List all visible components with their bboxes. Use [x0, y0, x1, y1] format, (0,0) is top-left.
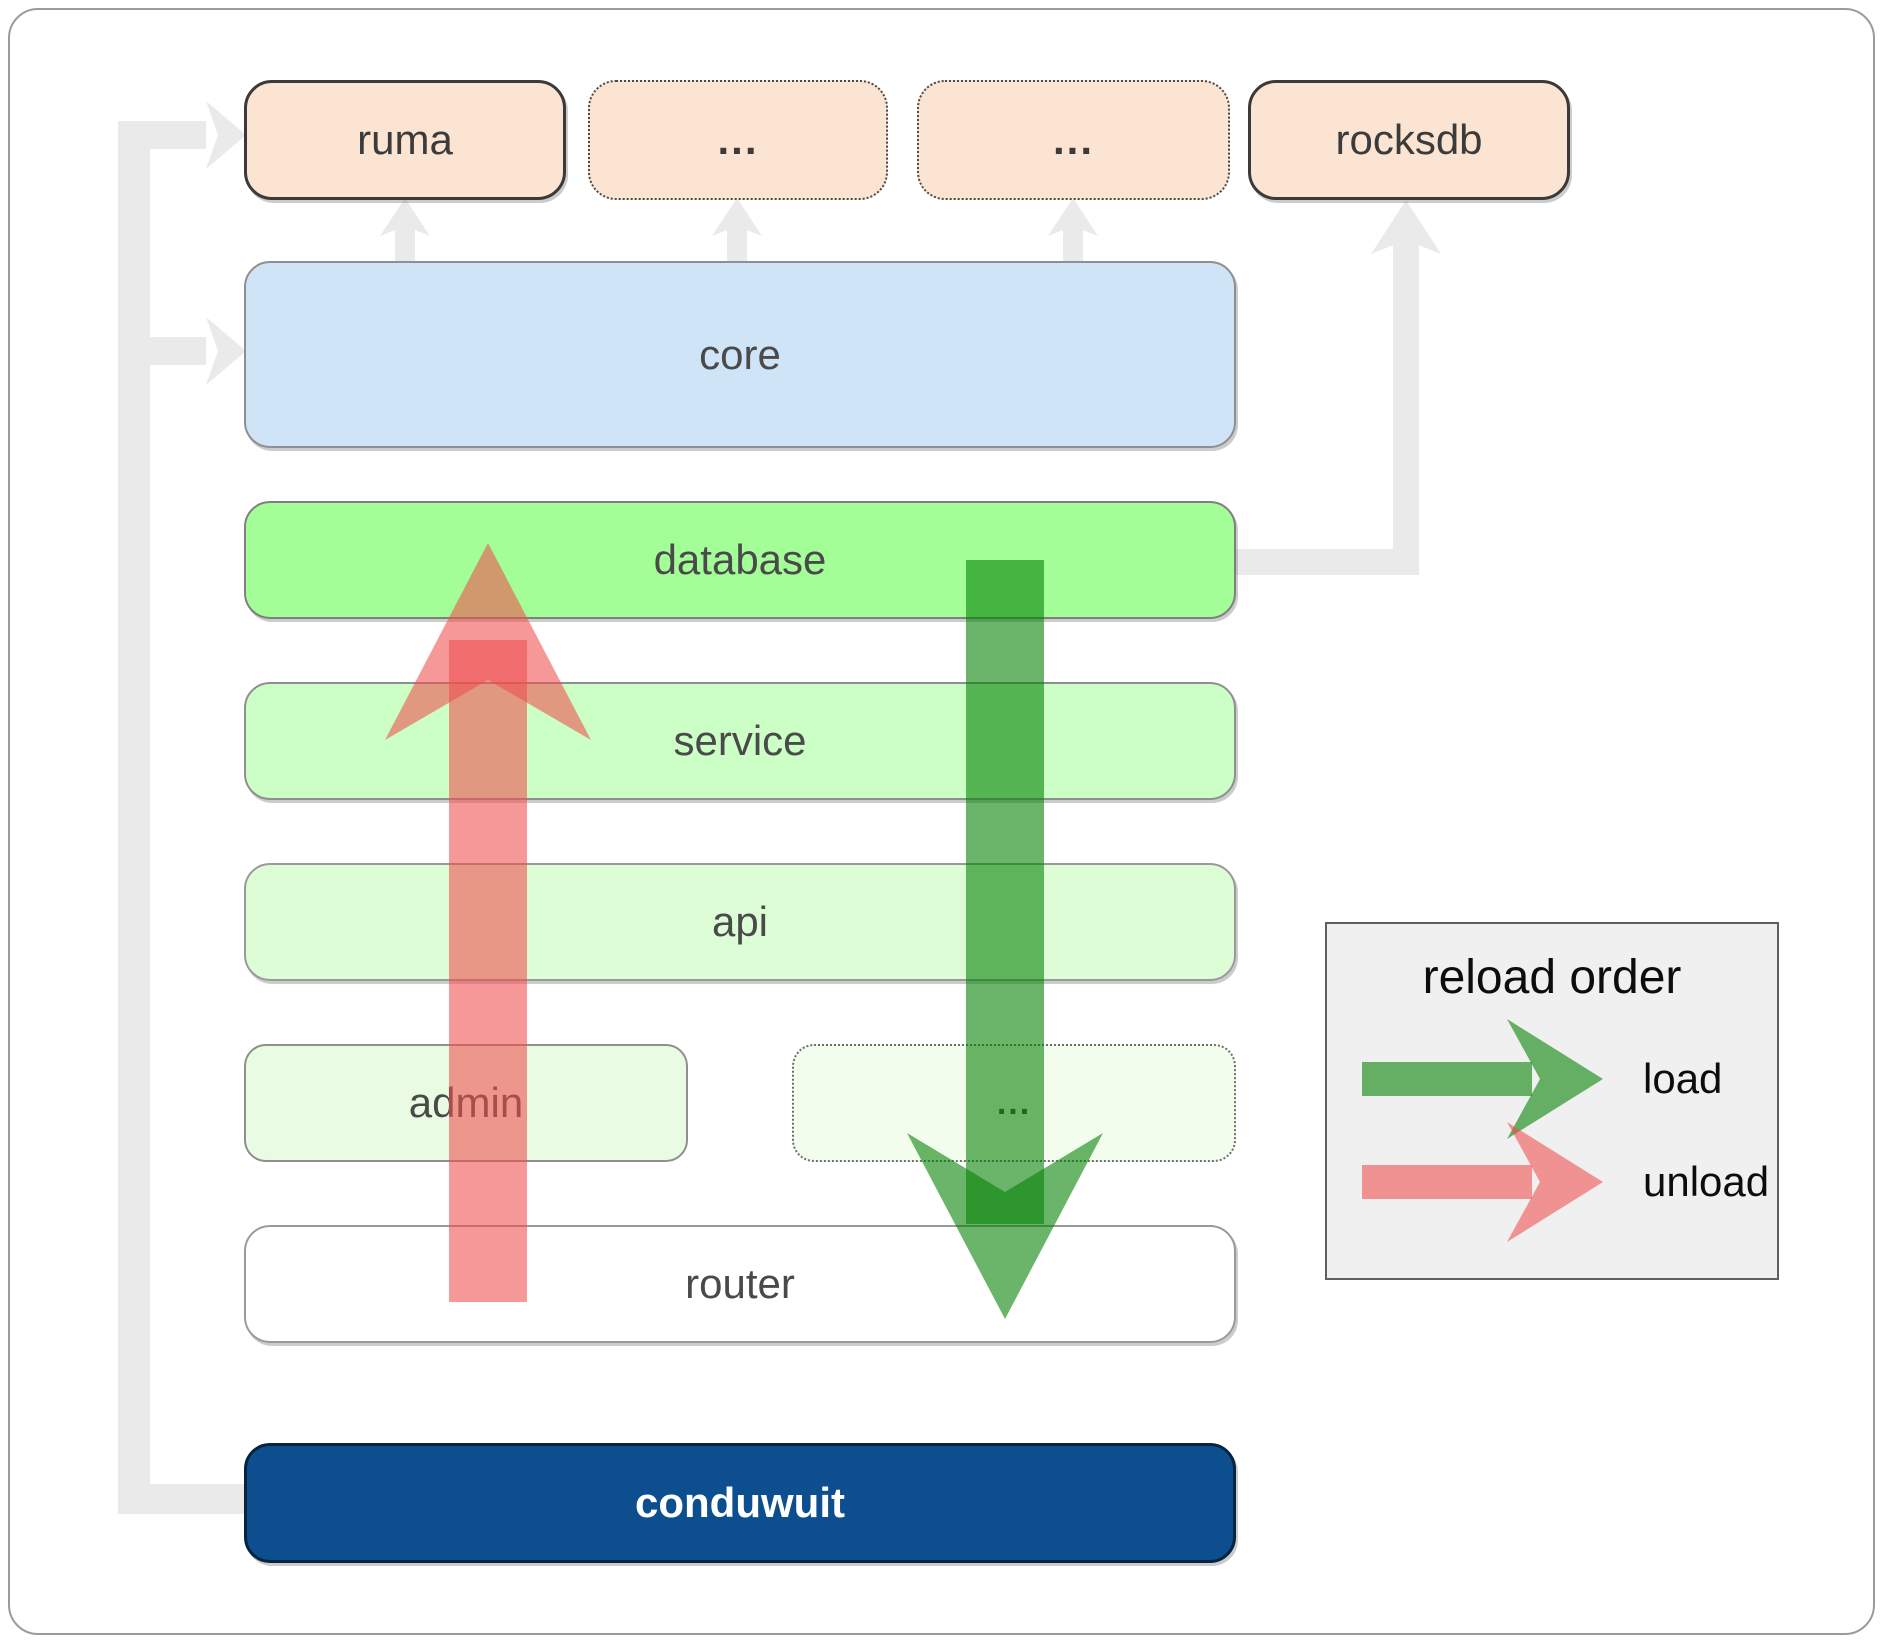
node-service: service	[244, 682, 1236, 800]
node-api-label: api	[711, 898, 769, 945]
legend-unload-label: unload	[1643, 1158, 1770, 1205]
node-admin: admin	[244, 1044, 688, 1162]
node-dots-top-right-label: ...	[1052, 116, 1094, 163]
node-ruma-label: ruma	[357, 116, 453, 163]
node-ruma: ruma	[244, 80, 566, 200]
node-router: router	[244, 1225, 1236, 1343]
legend-title: reload order	[1422, 951, 1682, 1004]
node-router-label: router	[685, 1260, 795, 1307]
node-dots-top-right: ...	[917, 80, 1230, 200]
node-database-label: database	[653, 536, 827, 583]
node-service-label: service	[673, 717, 807, 764]
node-conduwuit-label: conduwuit	[635, 1479, 845, 1526]
node-api: api	[244, 863, 1236, 981]
node-database: database	[244, 501, 1236, 619]
node-conduwuit: conduwuit	[244, 1443, 1236, 1563]
node-rocksdb-label: rocksdb	[1335, 116, 1483, 163]
node-dots-top-left: ...	[588, 80, 888, 200]
legend-unload-arrow-icon	[1362, 1122, 1603, 1242]
legend-arrow-icons	[1362, 1019, 1603, 1242]
legend-load-arrow-icon	[1362, 1019, 1603, 1139]
node-admin-dots-label: ...	[996, 1083, 1032, 1122]
legend-load-label: load	[1643, 1055, 1723, 1102]
diagram-outer-border	[8, 8, 1875, 1635]
node-admin-label: admin	[408, 1079, 524, 1126]
legend: reload order load unload	[1325, 922, 1779, 1280]
node-admin-dots: ...	[792, 1044, 1236, 1162]
node-dots-top-left-label: ...	[717, 116, 759, 163]
node-core: core	[244, 261, 1236, 448]
node-rocksdb: rocksdb	[1248, 80, 1570, 200]
node-core-label: core	[699, 330, 781, 378]
